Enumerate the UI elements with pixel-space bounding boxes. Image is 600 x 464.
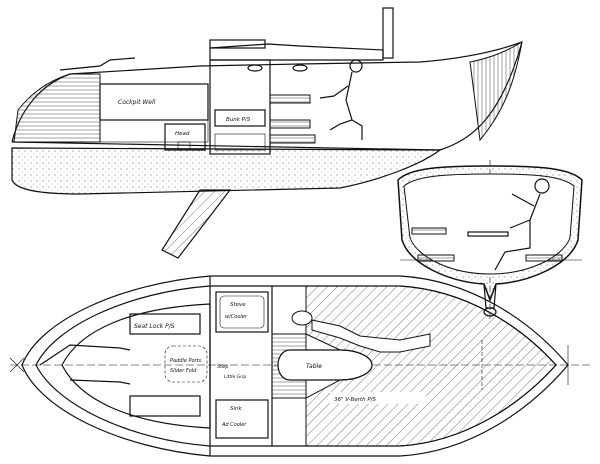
hatch xyxy=(209,39,266,49)
tiller xyxy=(39,344,131,366)
cockpit-seat xyxy=(99,119,209,143)
berth-label: 36" V-Berth P/S xyxy=(334,397,377,403)
section-view xyxy=(397,160,583,320)
seat-lock-label: Seat Lock P/S xyxy=(134,323,175,330)
cooler-label: w/Cooler xyxy=(225,314,248,320)
table-label: Table xyxy=(306,363,322,370)
locker xyxy=(214,133,266,151)
stern-rail xyxy=(59,57,136,71)
plan-view: Seat Lock P/S Paddle Ports Slider Fold S… xyxy=(9,275,590,457)
seated-figure-section xyxy=(494,178,550,271)
v-berth xyxy=(305,285,557,447)
stove-pipe xyxy=(382,7,394,59)
section-table xyxy=(467,231,509,237)
sink xyxy=(215,399,269,439)
berth-slats xyxy=(269,94,316,144)
seated-figure-profile xyxy=(319,59,363,140)
table xyxy=(277,349,373,381)
bow-planking xyxy=(469,41,523,142)
cabin-roof xyxy=(209,43,384,61)
paddle-ports-label: Paddle Ports xyxy=(170,358,202,364)
cabin-bulkhead xyxy=(209,59,271,155)
centerboard xyxy=(161,189,232,259)
section-interior xyxy=(403,173,575,275)
hull-bottom-stippled xyxy=(11,147,442,195)
stern-planking xyxy=(13,73,101,143)
step-label: Step xyxy=(217,364,228,370)
stove-label: Stove xyxy=(230,302,246,308)
bunk-label: Bunk P/S xyxy=(226,117,251,123)
reclining-figure xyxy=(291,310,431,353)
porthole xyxy=(247,64,263,72)
ad-cooler-label: Ad Cooler xyxy=(221,422,247,428)
sink-label: Sink xyxy=(230,406,243,412)
head-compartment xyxy=(164,123,206,151)
stove xyxy=(215,291,269,333)
cockpit-well-label: Cockpit Well xyxy=(118,99,156,106)
bunk-ps xyxy=(214,109,266,127)
head-label: Head xyxy=(175,131,190,137)
slider-fold-label: Slider Fold xyxy=(170,368,197,374)
little-grip-label: Little Grip xyxy=(224,374,246,380)
porthole xyxy=(292,64,308,72)
profile-view: Cockpit Well Head Bunk P/S xyxy=(11,7,523,259)
